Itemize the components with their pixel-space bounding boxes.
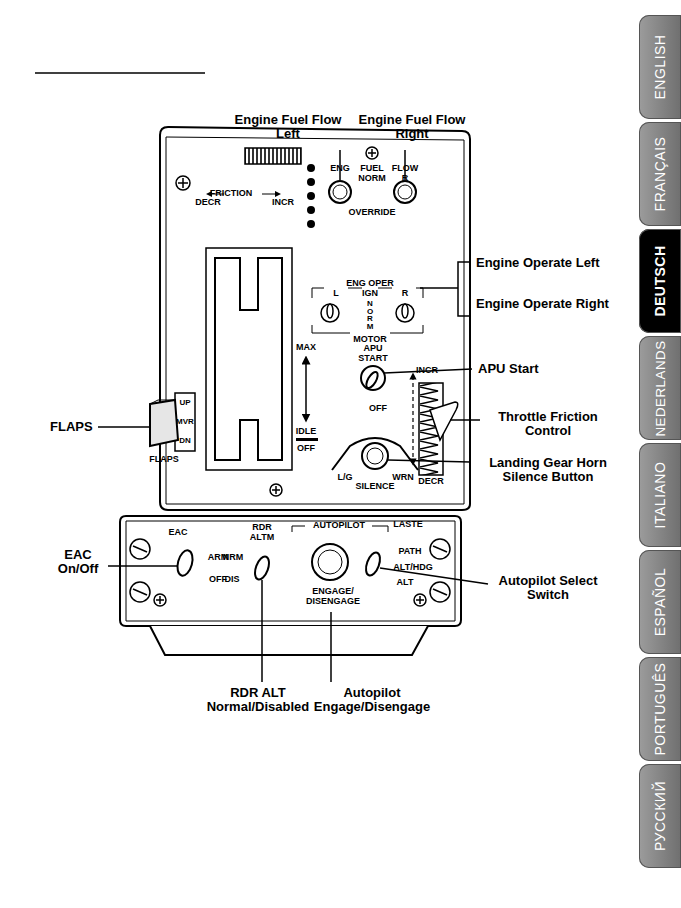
tab-label: ITALIANO xyxy=(652,462,668,529)
language-tab: PORTUGUÊS xyxy=(639,657,681,761)
leader-line xyxy=(98,150,488,682)
tab-label: ENGLISH xyxy=(652,35,668,100)
tab-label: РУССКИЙ xyxy=(652,781,668,851)
language-tab: FRANÇAIS xyxy=(639,122,681,226)
language-tab: ESPAÑOL xyxy=(639,550,681,654)
panel-marking: OFF xyxy=(369,404,387,414)
engine-operate-toggle xyxy=(312,288,423,333)
tab-label: ESPAÑOL xyxy=(652,568,668,637)
callout-label: Autopilot Select Switch xyxy=(488,574,608,603)
flaps-lever xyxy=(150,393,195,451)
indicator-dots xyxy=(307,164,315,228)
panel-marking: EAC xyxy=(168,528,187,538)
panel-marking: APU START xyxy=(357,344,389,364)
panel-marking: MAX xyxy=(296,343,316,353)
panel-marking: SILENCE xyxy=(355,482,394,492)
language-tab: РУССКИЙ xyxy=(639,764,681,868)
language-tab: DEUTSCH xyxy=(639,229,681,333)
panel-marking: INCR xyxy=(272,198,294,208)
fuel-flow-switch xyxy=(329,181,416,203)
panel-marking: FLOW R xyxy=(389,164,421,184)
panel-marking: IDLE xyxy=(296,427,317,437)
panel-marking: DIS xyxy=(224,575,239,585)
language-tab: ITALIANO xyxy=(639,443,681,547)
panel-marking: PATH xyxy=(398,547,421,557)
callout-label: Engine Operate Left xyxy=(476,256,626,270)
callout-label: Landing Gear Horn Silence Button xyxy=(468,456,628,485)
heading-underline xyxy=(35,73,205,74)
panel-marking: ALT/HDG xyxy=(393,563,432,573)
panel-marking: NORM xyxy=(366,300,374,330)
panel-marking: L xyxy=(333,289,339,299)
panel-marking: INCR xyxy=(416,366,438,376)
panel-marking: L/G xyxy=(338,473,353,483)
callout-label: Engine Fuel Flow Left xyxy=(226,113,350,142)
panel-marking: DN xyxy=(179,437,191,446)
panel-marking: NRM xyxy=(223,553,244,563)
panel-marking: LASTE xyxy=(393,520,423,530)
panel-marking: RDR ALTM xyxy=(246,523,278,543)
panel-marking: OVERRIDE xyxy=(348,208,395,218)
throttle-range-arrow xyxy=(296,360,318,441)
language-tab: ENGLISH xyxy=(639,15,681,119)
callout-label: EAC On/Off xyxy=(48,548,108,577)
panel-marking: UP xyxy=(179,399,190,408)
gear-horn-silence-button xyxy=(332,438,418,470)
panel-marking: ALT xyxy=(397,578,414,588)
panel-marking: AUTOPILOT xyxy=(313,521,365,531)
screw xyxy=(130,147,450,606)
panel-marking: ENG OPER xyxy=(346,279,394,289)
friction-wheel xyxy=(209,148,301,194)
apu-start-switch xyxy=(361,366,385,390)
callout-label: Engine Operate Right xyxy=(476,297,626,311)
panel-marking: OFF xyxy=(297,444,315,454)
tab-label: PORTUGUÊS xyxy=(652,663,668,756)
panel-marking: R xyxy=(402,289,409,299)
panel-marking: ENGAGE/ DISENGAGE xyxy=(298,587,368,607)
panel-housing xyxy=(120,127,470,655)
lower-panel-switches xyxy=(175,526,388,581)
panel-marking: IGN xyxy=(362,289,378,299)
panel-marking: DECR xyxy=(418,477,444,487)
callout-label: Engine Fuel Flow Right xyxy=(350,113,474,142)
throttle-slot xyxy=(206,248,292,470)
tab-label: NEDERLANDS xyxy=(653,340,668,436)
language-tab: NEDERLANDS xyxy=(639,336,681,440)
callout-label: Throttle Friction Control xyxy=(478,410,618,439)
callout-label: APU Start xyxy=(478,362,628,376)
panel-marking: OFF xyxy=(209,575,227,585)
panel-marking: ENG xyxy=(330,164,350,174)
panel-marking: FUEL NORM xyxy=(356,164,388,184)
tab-label: DEUTSCH xyxy=(652,245,668,316)
callout-label: RDR ALT Normal/Disabled xyxy=(188,686,328,715)
callout-label: FLAPS xyxy=(50,420,93,434)
panel-marking: MVR xyxy=(176,418,194,427)
callout-label: Autopilot Engage/Disengage xyxy=(302,686,442,715)
panel-marking: DECR xyxy=(195,198,221,208)
panel-marking: FLAPS xyxy=(149,455,179,465)
panel-marking: WRN xyxy=(392,473,414,483)
tab-label: FRANÇAIS xyxy=(652,137,668,212)
